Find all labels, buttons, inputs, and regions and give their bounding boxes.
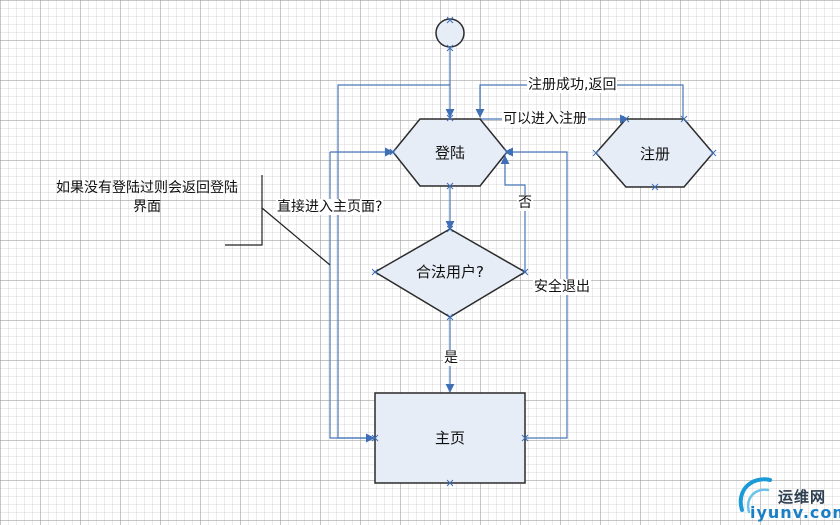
edge-label-no: 否	[517, 195, 533, 211]
decision-label: 合法用户?	[416, 263, 484, 281]
edge-label-register-success: 注册成功,返回	[527, 77, 618, 93]
edge-decision-to-login	[500, 155, 526, 272]
note-leader	[261, 207, 331, 266]
main-node[interactable]	[374, 392, 526, 484]
annotation-line-1: 如果没有登陆过则会返回登陆	[56, 180, 238, 196]
connection-points	[371, 16, 717, 487]
login-label: 登陆	[434, 144, 465, 162]
main-label: 主页	[434, 429, 465, 447]
edge-direct-to-main	[329, 152, 375, 443]
annotation-note: 如果没有登陆过则会返回登陆 界面	[32, 179, 262, 217]
note-bracket	[225, 175, 263, 246]
watermark-en: iyunv.com	[750, 503, 840, 522]
edge-label-can-register: 可以进入注册	[502, 111, 588, 127]
edge-label-safe-exit: 安全退出	[533, 279, 591, 295]
edge-label-yes: 是	[443, 350, 459, 366]
edge-main-to-login-exit	[504, 147, 568, 439]
watermark-cn: 运维网	[778, 488, 827, 506]
register-label: 注册	[639, 145, 670, 163]
annotation-line-2: 界面	[133, 199, 161, 215]
edge-label-direct-main: 直接进入主页面?	[276, 199, 384, 215]
watermark-logo-icon	[738, 477, 772, 514]
start-node	[435, 18, 465, 48]
